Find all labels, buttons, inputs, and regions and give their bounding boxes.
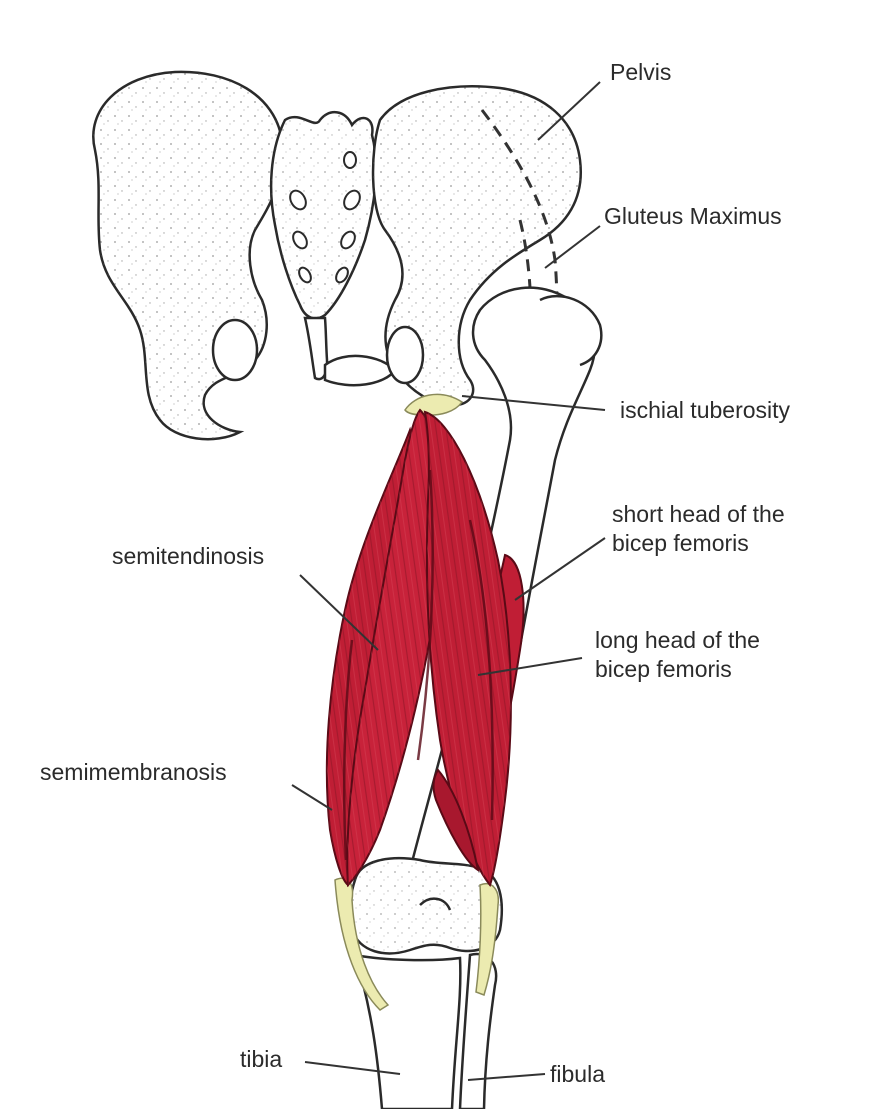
semitendinosis-label: semitendinosis	[112, 542, 264, 571]
lower-leg-bones	[355, 954, 496, 1109]
knee-joint	[350, 858, 502, 953]
gluteus-maximus-label: Gluteus Maximus	[604, 202, 782, 231]
tibia-label: tibia	[240, 1045, 282, 1074]
long-head-bicep-femoris-label: long head of the bicep femoris	[595, 626, 760, 684]
ischial-tendon	[405, 394, 462, 415]
fibula-label: fibula	[550, 1060, 605, 1089]
short-head-label-line-1: short head of the	[612, 500, 785, 529]
pelvis-label: Pelvis	[610, 58, 671, 87]
short-head-label-line-2: bicep femoris	[612, 529, 785, 558]
short-head-bicep-femoris-label: short head of the bicep femoris	[612, 500, 785, 558]
long-head-label-line-1: long head of the	[595, 626, 760, 655]
long-head-label-line-2: bicep femoris	[595, 655, 760, 684]
semimembranosis-leader	[292, 785, 332, 810]
ischial-tuberosity-label: ischial tuberosity	[620, 396, 790, 425]
semimembranosis-label: semimembranosis	[40, 758, 227, 787]
